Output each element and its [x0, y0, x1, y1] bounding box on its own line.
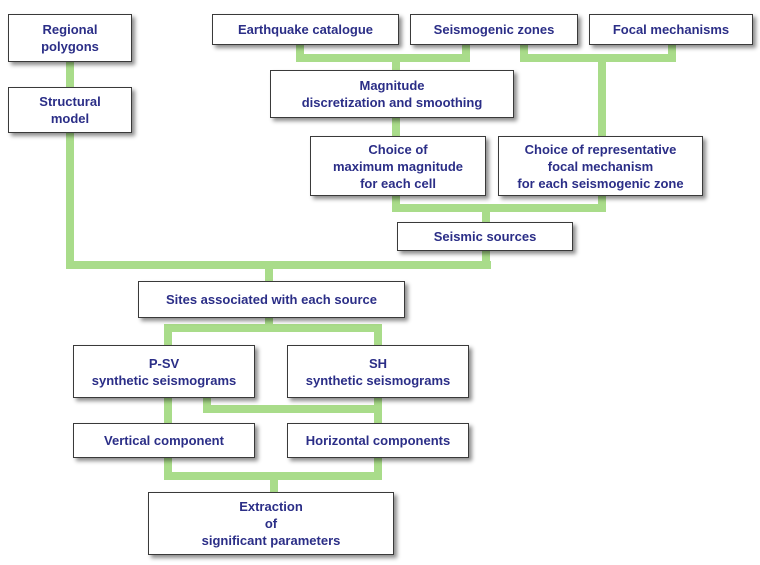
box-structural-model: Structural model: [8, 87, 132, 133]
connector: [392, 54, 400, 70]
label: model: [50, 111, 90, 126]
connector: [374, 458, 382, 480]
box-psv: P-SV synthetic seismograms: [73, 345, 255, 398]
label: of: [264, 516, 278, 531]
label: significant parameters: [201, 533, 341, 548]
label: focal mechanism: [547, 158, 654, 174]
connector: [482, 251, 490, 269]
label: maximum magnitude: [332, 158, 464, 174]
connector: [203, 398, 211, 411]
label: Extraction: [239, 499, 303, 514]
connector: [296, 54, 470, 62]
connector: [392, 204, 606, 212]
connector: [66, 261, 491, 269]
box-max-magnitude: Choice of maximum magnitude for each cel…: [310, 136, 486, 196]
label: Focal mechanisms: [612, 22, 730, 37]
box-extraction: Extraction of significant parameters: [148, 492, 394, 555]
box-horizontal-components: Horizontal components: [287, 423, 469, 458]
box-regional-polygons: Regional polygons: [8, 14, 132, 62]
label: Sites associated with each source: [166, 292, 377, 307]
box-vertical-component: Vertical component: [73, 423, 255, 458]
label: Earthquake catalogue: [237, 22, 374, 37]
label: for each seismogenic zone: [517, 175, 684, 191]
connector: [164, 398, 172, 423]
label: Choice of: [368, 141, 428, 157]
label: synthetic seismograms: [91, 372, 237, 388]
connector: [482, 204, 490, 222]
connector: [392, 118, 400, 136]
connector: [265, 261, 273, 281]
connector: [668, 45, 676, 60]
connector: [520, 45, 528, 60]
label: SH: [368, 355, 388, 371]
label: Choice of representative: [524, 141, 677, 157]
box-representative-mechanism: Choice of representative focal mechanism…: [498, 136, 703, 196]
label: Seismogenic zones: [433, 22, 555, 37]
box-seismic-sources: Seismic sources: [397, 222, 573, 251]
box-magnitude: Magnitude discretization and smoothing: [270, 70, 514, 118]
connector: [164, 324, 172, 345]
connector: [66, 133, 74, 269]
label: Magnitude: [359, 78, 425, 93]
connector: [66, 62, 74, 87]
connector: [164, 458, 172, 480]
connector: [270, 472, 278, 492]
connector: [374, 324, 382, 345]
label: Structural: [39, 94, 101, 109]
connector: [462, 45, 470, 60]
connector: [203, 405, 381, 413]
box-earthquake-catalogue: Earthquake catalogue: [212, 14, 399, 45]
label: for each cell: [360, 175, 436, 191]
label: synthetic seismograms: [305, 372, 451, 388]
label: P-SV: [148, 355, 180, 371]
box-seismogenic-zones: Seismogenic zones: [410, 14, 578, 45]
connector: [296, 45, 304, 60]
label: polygons: [41, 39, 99, 54]
label: discretization and smoothing: [301, 95, 483, 110]
label: Vertical component: [104, 433, 224, 448]
box-sh: SH synthetic seismograms: [287, 345, 469, 398]
label: Horizontal components: [305, 433, 451, 448]
box-sites: Sites associated with each source: [138, 281, 405, 318]
connector: [164, 324, 378, 332]
label: Seismic sources: [433, 229, 537, 244]
box-focal-mechanisms: Focal mechanisms: [589, 14, 753, 45]
connector: [598, 54, 606, 136]
label: Regional: [42, 22, 98, 37]
